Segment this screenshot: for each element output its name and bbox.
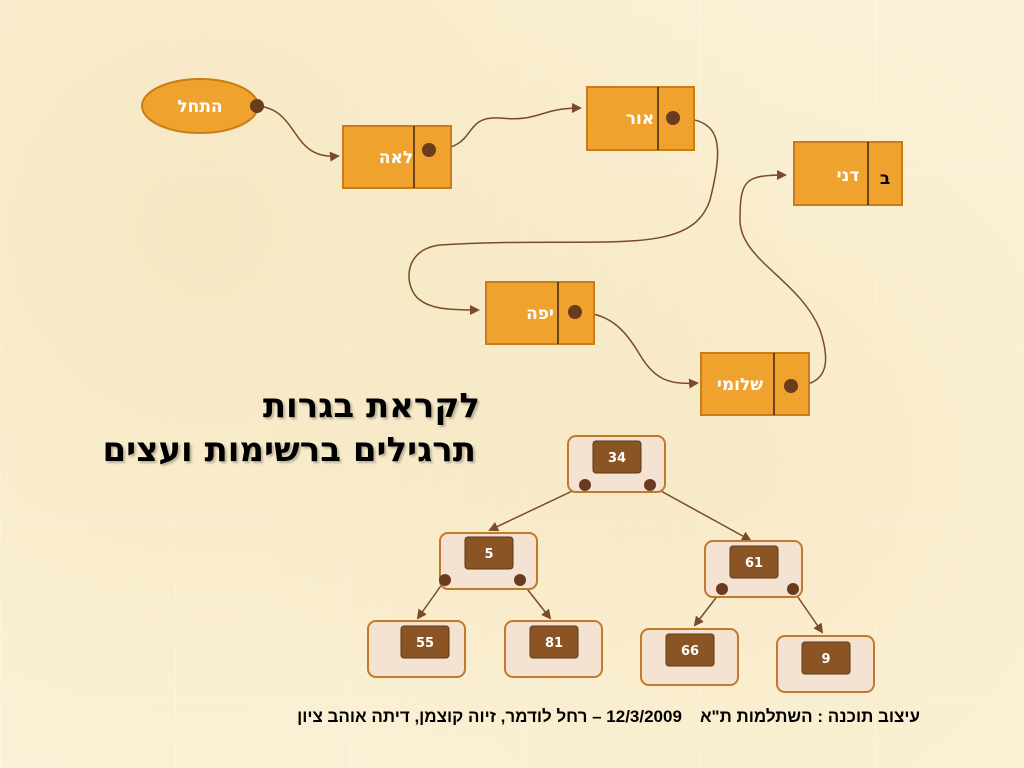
tree-node-55: 55 [367, 620, 466, 678]
slide-title: לקראת בגרות תרגילים ברשימות ועצים [102, 384, 480, 472]
arrow-shlomi-to-dani [739, 170, 827, 387]
node-value: אור [626, 109, 654, 129]
tree-node-value: 55 [416, 636, 434, 651]
tree-node-81: 81 [504, 620, 603, 678]
null-symbol: ב [880, 169, 890, 189]
credits-part-2: – רחל לודמר, זיוה קוצמן, דיתה אוהב ציון [297, 707, 602, 726]
arrow-or-to-yafa [408, 117, 719, 315]
tree-node-value: 5 [484, 547, 493, 562]
node-value: לאה [379, 148, 413, 168]
tree-node-66: 66 [640, 628, 739, 686]
tree-node-value: 81 [545, 636, 563, 651]
tree-node-value: 61 [745, 556, 763, 571]
tree-node-value: 66 [681, 644, 699, 659]
tree-node-61: 61 [704, 540, 803, 598]
tree-node-value: 34 [608, 451, 626, 466]
node-value: יפה [526, 304, 554, 324]
credits-line: עיצוב תוכנה : השתלמות ת"א 12/3/2009 – רחל… [140, 707, 920, 727]
node-value: שלומי [717, 375, 763, 395]
list-node-or: אור [586, 86, 695, 151]
list-node-dani: דני ב [793, 141, 903, 206]
tree-node-value: 9 [821, 652, 830, 667]
title-line-2: תרגילים ברשימות ועצים [102, 430, 476, 470]
list-node-yafa: יפה [485, 281, 595, 345]
list-node-shlomi: שלומי [700, 352, 810, 416]
tree-node-5: 5 [439, 532, 538, 590]
list-node-lea: לאה [342, 125, 452, 189]
start-node: התחל [141, 78, 264, 134]
tree-node-root: 34 [567, 435, 666, 493]
credits-part-1: עיצוב תוכנה : השתלמות ת"א [699, 707, 920, 726]
start-label: התחל [177, 97, 222, 117]
credits-date: 12/3/2009 [606, 707, 682, 726]
node-value: דני [837, 166, 860, 186]
tree-node-9: 9 [776, 635, 875, 693]
arrow-start-to-lea [257, 105, 340, 162]
title-line-1: לקראת בגרות [262, 386, 480, 426]
list-connectors [257, 103, 827, 389]
arrow-yafa-to-shlomi [574, 311, 699, 389]
arrow-lea-to-or [429, 103, 582, 151]
